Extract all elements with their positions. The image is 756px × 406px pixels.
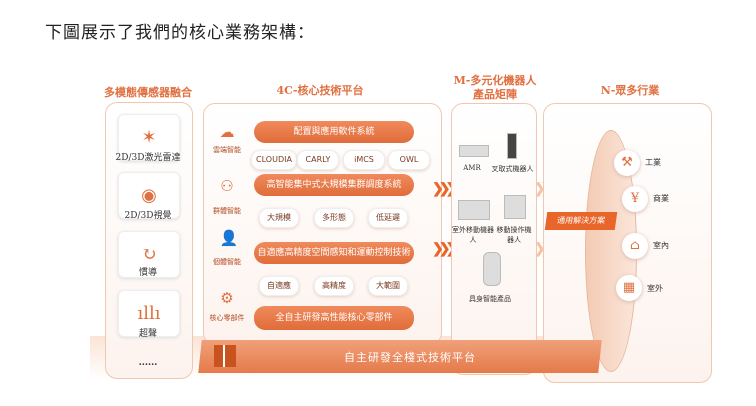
sensor-label: 2D/3D激光雷達: [115, 153, 181, 163]
solution-label: 通用解決方案: [544, 212, 618, 230]
outdoor-robot-image: [458, 200, 490, 220]
platform-bar: 高智能集中式大規模集群調度系統: [254, 174, 414, 196]
industry-label: 商業: [653, 194, 669, 203]
industry-label: 室外: [647, 284, 663, 293]
pill: CLOUDIA: [251, 150, 297, 170]
monitor-gear-icon: ⚙: [220, 289, 234, 307]
product-label: 室外移動機器人: [452, 226, 494, 244]
pill: OWL: [388, 150, 430, 170]
building-icon: ⌂: [622, 233, 648, 259]
bottom-label: 自主研發全棧式技術平台: [344, 351, 476, 364]
amr-robot-image: [459, 145, 489, 157]
shop-icon: ¥: [622, 186, 648, 212]
chevron-arrow-icon: ❯❯❯: [432, 241, 457, 257]
eye-icon: ◉: [118, 172, 180, 219]
row-side-label: 雲端智能: [213, 146, 241, 154]
pill: 多形態: [314, 208, 354, 228]
sensor-label: 慣導: [138, 268, 157, 278]
platform-bar: 配置與應用軟件系統: [254, 121, 414, 143]
industry-label: 室內: [653, 241, 669, 250]
pill: 低延遲: [368, 208, 408, 228]
humanoid-robot-image: [483, 252, 501, 286]
product-label: 叉取式機器人: [491, 165, 534, 173]
pill: 高精度: [314, 276, 354, 296]
inertial-icon: ↻: [118, 231, 180, 278]
platform-bar: 全自主研發高性能核心零部件: [254, 306, 414, 330]
pill: 大規模: [259, 208, 299, 228]
row-side-label: 核心零部件: [209, 314, 245, 322]
industries-header: N-眾多行業: [600, 84, 660, 97]
products-header-2: 產品矩陣: [473, 88, 517, 101]
sensor-label: 超聲: [138, 329, 157, 339]
row-side-label: 群體智能: [213, 207, 241, 215]
network-icon: ⚇: [220, 177, 234, 195]
sensors-header: 多模態傳感器融合: [104, 86, 192, 99]
platform-header: 4C-核心技術平台: [276, 84, 364, 97]
products-header: M-多元化機器人: [453, 74, 537, 87]
warehouse-icon: ▦: [616, 275, 642, 301]
sensor-label: 2D/3D視覺: [124, 211, 172, 221]
cloud-icon: ☁: [219, 123, 235, 141]
pill: iMCS: [343, 150, 385, 170]
industry-label: 工業: [645, 158, 661, 167]
platform-logo-icon: [214, 345, 236, 367]
product-label: AMR: [463, 164, 481, 172]
pill: CARLY: [297, 150, 339, 170]
product-label: 具身智能產品: [469, 295, 511, 303]
pill: 自適應: [259, 276, 299, 296]
ultrasonic-icon: ıllı: [118, 290, 180, 337]
page-title: 下圖展示了我們的核心業務架構：: [45, 23, 315, 43]
forklift-robot-image: [507, 133, 517, 159]
mobile-manipulator-image: [504, 195, 526, 219]
platform-bar: 自適應高精度空間感知和運動控制技術: [254, 242, 414, 264]
chevron-arrow-icon: ❯❯❯: [432, 181, 457, 197]
robot-arm-icon: ⚒: [614, 150, 640, 176]
lidar-icon: ✶: [118, 114, 180, 161]
pill: 大範圍: [368, 276, 408, 296]
sensors-more: ......: [138, 358, 158, 368]
person-idea-icon: 👤: [219, 229, 239, 247]
product-label: 移動操作機器人: [496, 226, 532, 244]
row-side-label: 個體智能: [213, 258, 241, 266]
